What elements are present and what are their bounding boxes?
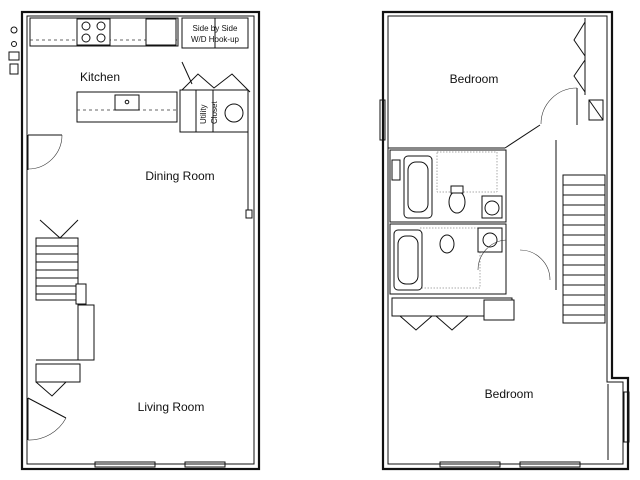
toilet-icon: [448, 190, 466, 214]
window-bottom-1: [94, 461, 156, 468]
hall-door-arc: [519, 249, 551, 281]
bedroom-bottom-label: Bedroom: [485, 387, 534, 401]
first-floor-inner-wall: [26, 15, 255, 465]
cooktop-icon: [76, 18, 111, 46]
closet-label: Closet: [210, 101, 219, 124]
living-room-label: Living Room: [138, 400, 205, 414]
window-bottom-3: [439, 461, 501, 468]
top-bedroom-door: [540, 87, 578, 125]
angled-door: [504, 124, 541, 149]
washer-dryer-hookup: Side by Side W/D Hook-up: [181, 17, 249, 49]
exterior-meters: [8, 26, 20, 75]
kitchen-counter-top: [29, 17, 179, 47]
second-floor-inner-wall: [387, 15, 624, 465]
washer-dryer-label-line1: Side by Side: [193, 24, 238, 33]
utility-closet: Utility Closet: [179, 89, 249, 133]
window-bottom-2: [184, 461, 226, 468]
refrigerator-icon: [145, 18, 177, 46]
window-bottom-4: [519, 461, 581, 468]
column-icon: [245, 209, 253, 219]
kitchen-label: Kitchen: [80, 70, 120, 84]
kitchen-island: [76, 91, 178, 123]
window-left-upper: [379, 99, 386, 141]
front-entry-door: [27, 397, 67, 441]
washer-dryer-label-line2: W/D Hook-up: [191, 35, 240, 44]
window-right-lower: [623, 391, 630, 443]
top-bedroom-closet: [573, 18, 604, 121]
bathroom-lower: [389, 223, 507, 295]
bathroom-upper: [389, 149, 507, 223]
side-door-upper: [27, 134, 63, 170]
bedroom-top-label: Bedroom: [450, 72, 499, 86]
first-floor-stairs: [35, 219, 95, 361]
second-floor-plan: Bedroom: [379, 10, 630, 471]
first-floor-plan: Side by Side W/D Hook-up Kitchen Utility…: [8, 10, 261, 471]
first-floor-outer-wall: [20, 10, 261, 471]
coat-closet: [35, 363, 81, 397]
laundry-doors: [179, 61, 251, 93]
water-heater-icon: [224, 103, 244, 123]
linen-closet: [391, 297, 515, 331]
toilet-2-icon: [439, 234, 455, 254]
dining-room-label: Dining Room: [145, 169, 214, 183]
second-floor-outer-wall: [381, 10, 630, 471]
second-floor-stairs: [555, 140, 606, 324]
utility-label: Utility: [199, 104, 208, 124]
